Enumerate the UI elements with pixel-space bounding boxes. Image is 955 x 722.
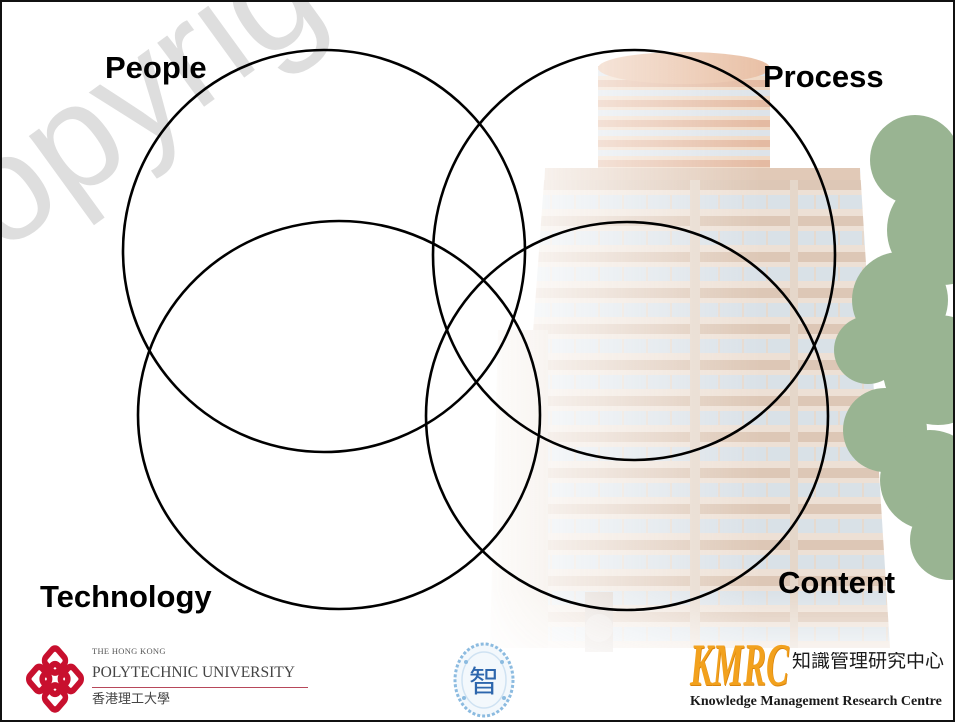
- people-label: People: [105, 50, 207, 85]
- polyu-knot-logo: [26, 645, 84, 713]
- building-roof: [598, 52, 770, 84]
- people-circle: [121, 48, 527, 454]
- emblem-character: 智: [469, 665, 499, 700]
- kmrc-chinese-name: 知識管理研究中心: [792, 652, 945, 671]
- technology-label: Technology: [40, 579, 212, 614]
- technology-circle: [136, 219, 542, 611]
- building-tower-top: [598, 66, 770, 178]
- building-column: [790, 180, 798, 648]
- kmrc-english-name: Knowledge Management Research Centre: [690, 694, 942, 709]
- kmrc-logo-acronym: KMRC: [690, 632, 789, 698]
- clock-face: [585, 614, 613, 642]
- process-circle: [431, 48, 837, 462]
- polyu-divider: [92, 687, 308, 688]
- polyu-name-line2: POLYTECHNIC UNIVERSITY: [92, 664, 295, 681]
- content-circle: [424, 220, 830, 612]
- building-column: [690, 180, 700, 648]
- building-ledge: [545, 168, 860, 180]
- wisdom-emblem: 智: [453, 642, 515, 718]
- polyu-chinese-name: 香港理工大學: [92, 692, 171, 707]
- content-label: Content: [778, 565, 896, 600]
- polyu-name-line1: THE HONG KONG: [92, 646, 166, 656]
- process-label: Process: [763, 59, 884, 94]
- tree: [834, 115, 955, 580]
